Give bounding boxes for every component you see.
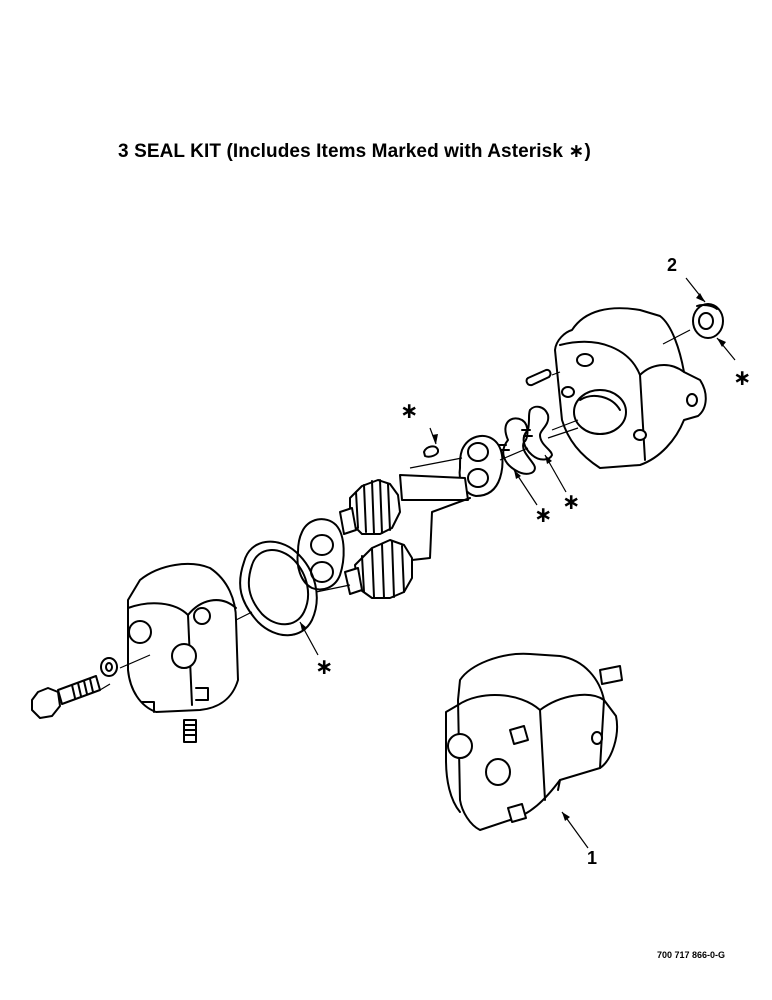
asterisk-o-ring: ∗ [315,654,334,679]
asterisk-ring-front: ∗ [534,502,553,527]
assembled-pump [445,652,623,831]
caption-close: ) [584,141,591,162]
shaft-key [423,445,440,458]
lock-washer [100,657,118,677]
driven-gear [344,497,471,599]
asterisk-icon: ∗ [568,141,585,162]
callout-item-1: 1 [587,848,598,868]
assembly-lines [99,371,579,691]
set-screw [183,719,197,743]
rear-housing [554,307,707,469]
asterisk-key: ∗ [400,398,419,423]
caption-text: SEAL KIT (Includes Items Marked with Ast… [134,141,564,162]
drive-gear [339,474,469,535]
retaining-ring-rear [521,405,553,461]
dowel-pin [525,368,552,387]
wear-plate-front [296,518,345,591]
cap-screw [31,675,101,719]
wear-plate-rear [458,434,504,497]
asterisk-shaft-seal: ∗ [733,365,752,390]
front-cover [127,563,239,713]
caption-item-number: 3 [118,141,129,162]
o-ring-gasket [239,540,318,637]
figure-id: 700 717 866-0-G [657,950,726,960]
shaft-seal [692,303,724,339]
callout-item-2: 2 [667,255,678,275]
seal-kit-caption: 3 SEAL KIT (Includes Items Marked with A… [118,140,591,163]
leader-arrows [299,277,736,849]
asterisk-ring-rear: ∗ [562,489,581,514]
